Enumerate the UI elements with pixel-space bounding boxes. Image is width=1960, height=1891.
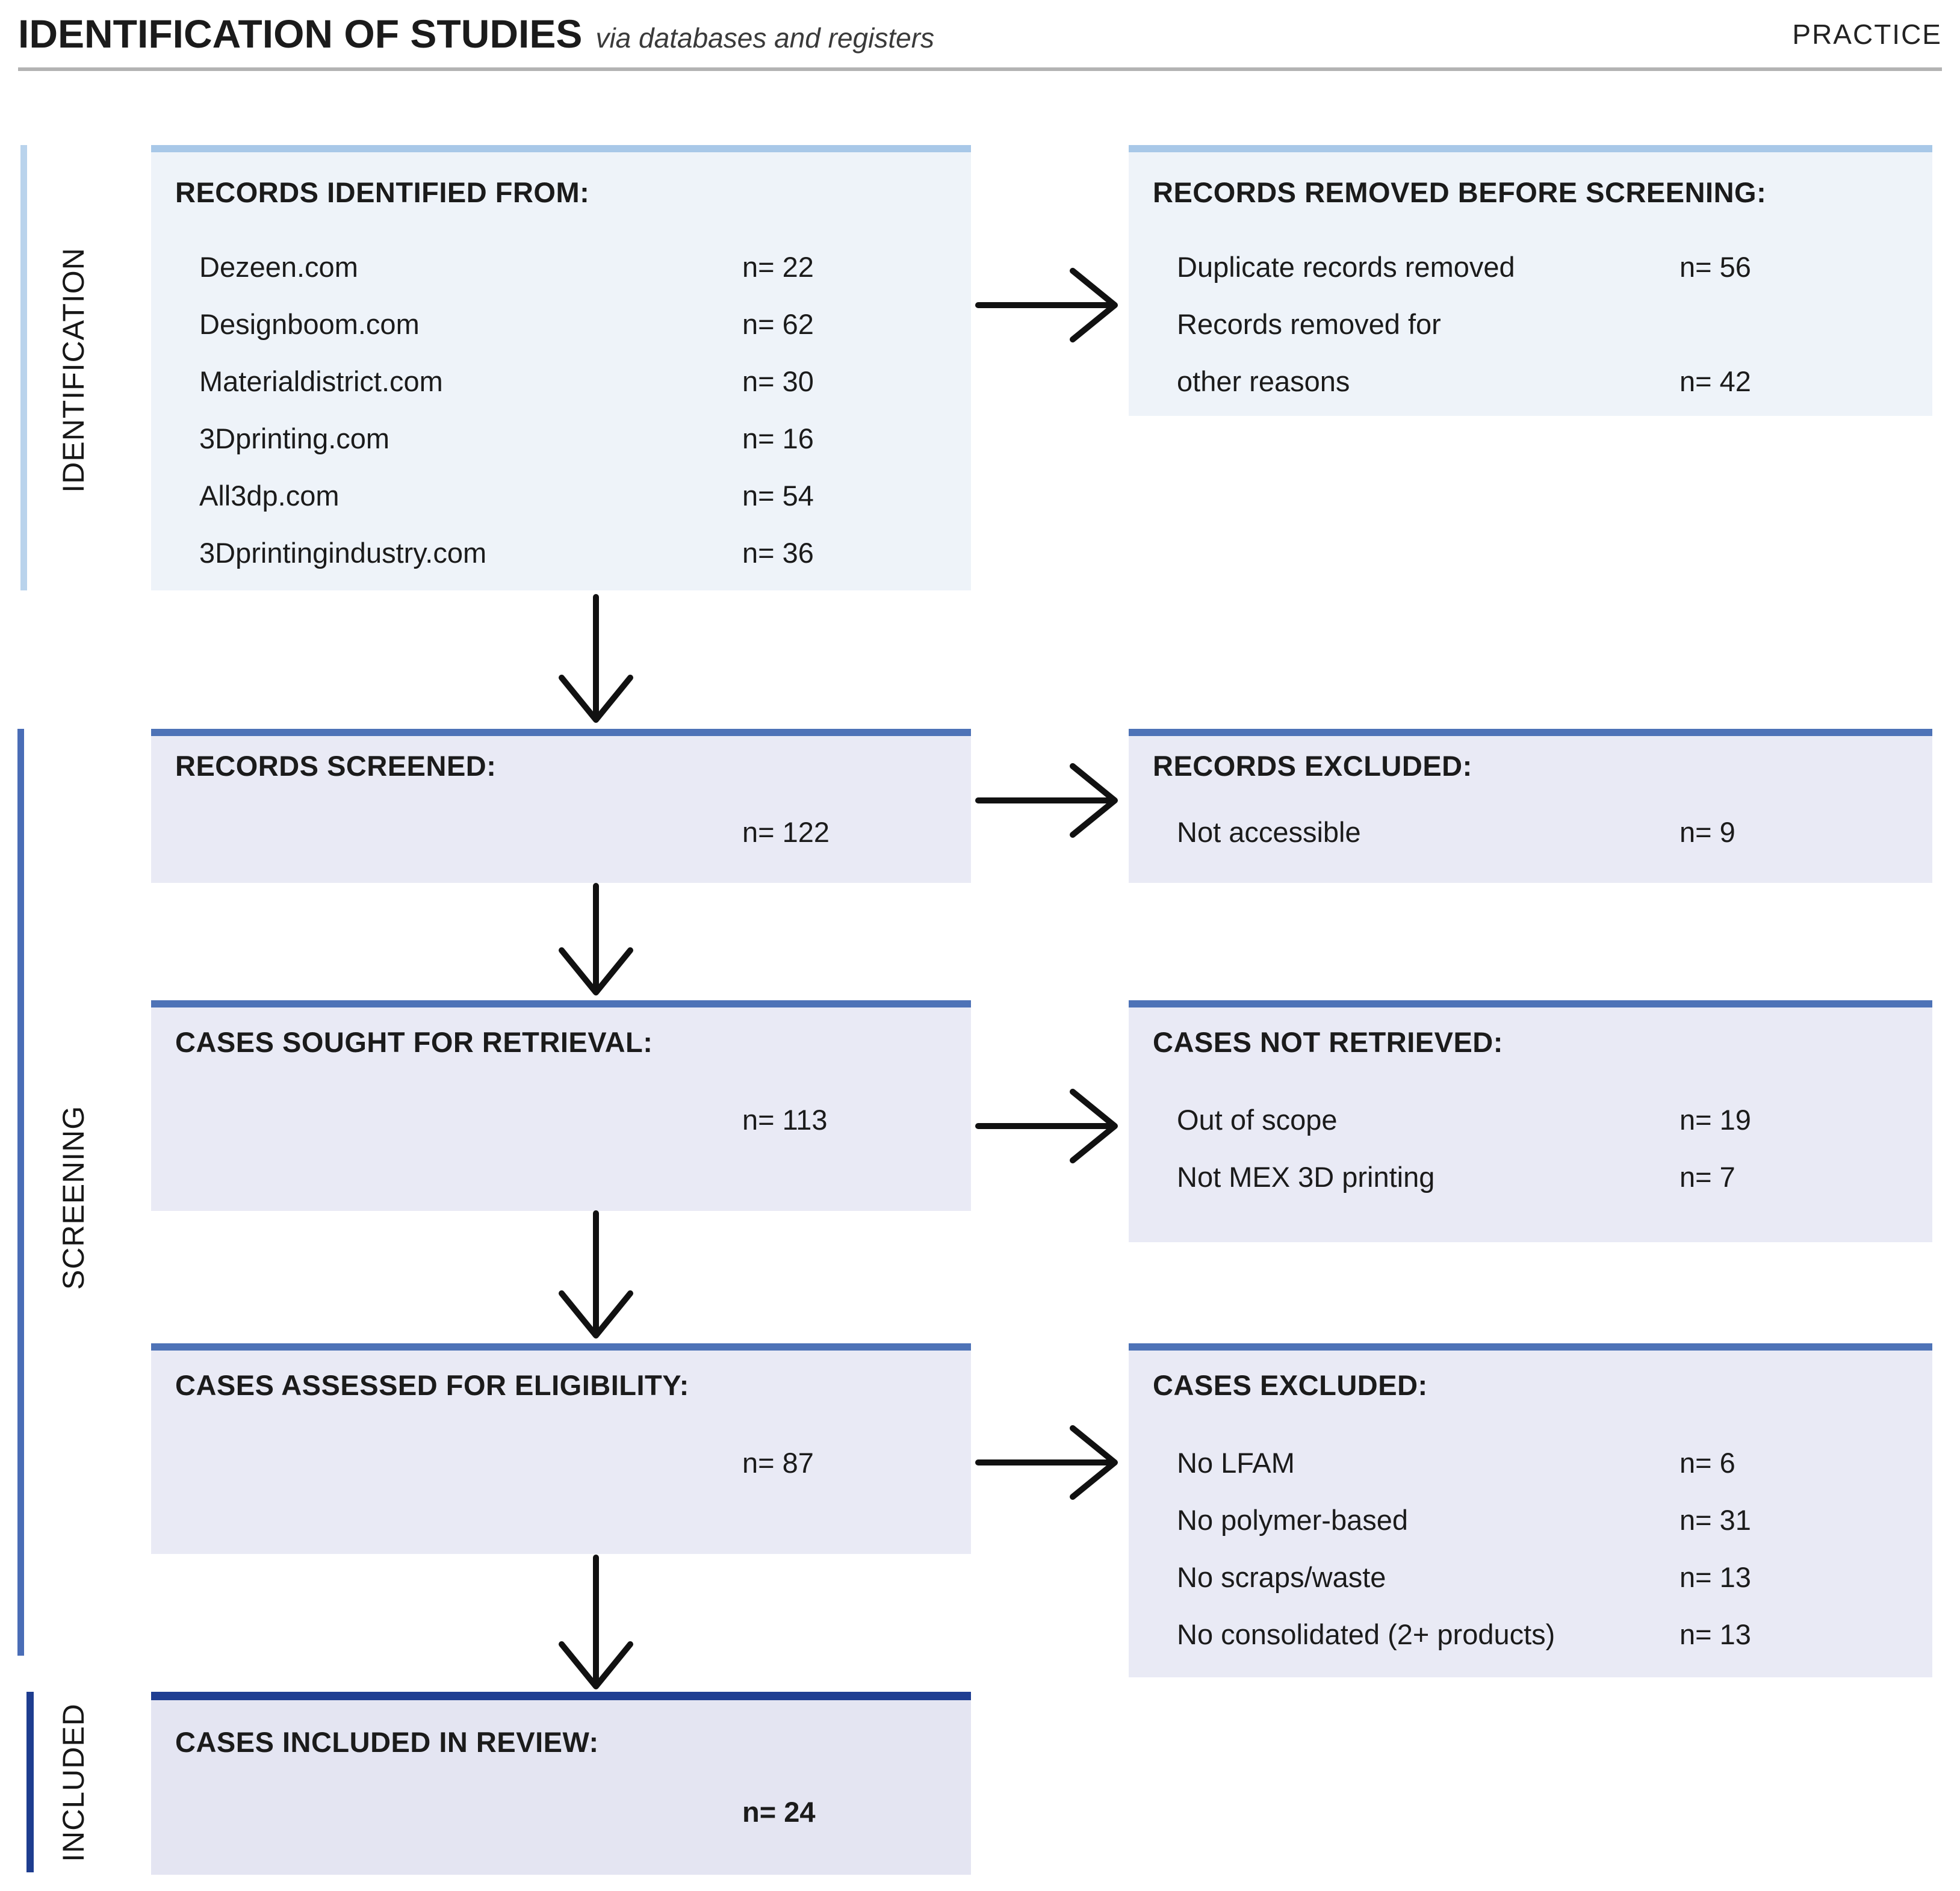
screening-stage-bar (17, 729, 24, 1656)
n-value: n= 62 (742, 308, 814, 340)
n-value: n= 9 (1679, 816, 1735, 848)
list-item: Records removed for (1129, 296, 1932, 353)
list-item: No consolidated (2+ products)n= 13 (1129, 1606, 1932, 1663)
box-cases-sought: CASES SOUGHT FOR RETRIEVAL: n= 113 (151, 1000, 971, 1211)
n-value: n= 24 (742, 1796, 816, 1828)
arrow-sought-to-not-retrieved (975, 1089, 1118, 1163)
n-value: n= 36 (742, 537, 814, 569)
n-value: n= 13 (1679, 1618, 1751, 1650)
n-value: n= 19 (1679, 1104, 1751, 1136)
list-item: n= 24 (151, 1783, 971, 1840)
n-value: n= 6 (1679, 1447, 1735, 1479)
arrow-assessed-to-included (559, 1555, 633, 1689)
n-value: n= 87 (742, 1447, 814, 1479)
list-item: n= 122 (151, 803, 971, 861)
box-records-screened: RECORDS SCREENED: n= 122 (151, 729, 971, 883)
box-records-screened-title: RECORDS SCREENED: (175, 750, 497, 782)
n-value: n= 56 (1679, 251, 1751, 283)
n-value: n= 31 (1679, 1504, 1751, 1536)
box-cases-not-retrieved-title: CASES NOT RETRIEVED: (1153, 1026, 1503, 1058)
n-value: n= 13 (1679, 1561, 1751, 1593)
box-cases-sought-title: CASES SOUGHT FOR RETRIEVAL: (175, 1026, 653, 1058)
list-item: n= 87 (151, 1434, 971, 1491)
n-value: n= 113 (742, 1104, 828, 1136)
included-stage-bar (26, 1692, 34, 1872)
box-records-removed: RECORDS REMOVED BEFORE SCREENING: Duplic… (1129, 145, 1932, 416)
arrow-identified-to-screened (559, 594, 633, 723)
box-records-removed-title: RECORDS REMOVED BEFORE SCREENING: (1153, 176, 1767, 208)
arrow-sought-to-assessed (559, 1210, 633, 1339)
identification-stage-bar (20, 145, 27, 590)
page-title-text: IDENTIFICATION OF STUDIES (18, 11, 583, 56)
n-value: n= 42 (1679, 365, 1751, 397)
box-cases-included-title: CASES INCLUDED IN REVIEW: (175, 1726, 599, 1758)
box-cases-assessed: CASES ASSESSED FOR ELIGIBILITY: n= 87 (151, 1343, 971, 1554)
box-records-excluded-title: RECORDS EXCLUDED: (1153, 750, 1472, 782)
page-subtitle: via databases and registers (595, 22, 935, 54)
box-cases-assessed-title: CASES ASSESSED FOR ELIGIBILITY: (175, 1369, 689, 1401)
arrow-identified-to-removed (975, 268, 1118, 342)
box-cases-included: CASES INCLUDED IN REVIEW: n= 24 (151, 1692, 971, 1875)
n-value: n= 7 (1679, 1161, 1735, 1193)
box-records-identified-title: RECORDS IDENTIFIED FROM: (175, 176, 590, 208)
n-value: n= 54 (742, 480, 814, 512)
practice-tag: PRACTICE (1792, 19, 1942, 50)
list-item: n= 113 (151, 1091, 971, 1148)
n-value: n= 22 (742, 251, 814, 283)
arrow-assessed-to-excluded (975, 1425, 1118, 1500)
header-divider (18, 67, 1942, 71)
n-value: n= 122 (742, 816, 830, 848)
n-value: n= 30 (742, 365, 814, 397)
n-value: n= 16 (742, 422, 814, 454)
arrow-screened-to-excluded (975, 763, 1118, 838)
arrow-screened-to-sought (559, 883, 633, 995)
box-cases-excluded-title: CASES EXCLUDED: (1153, 1369, 1428, 1401)
page-title: IDENTIFICATION OF STUDIES via databases a… (18, 11, 934, 57)
